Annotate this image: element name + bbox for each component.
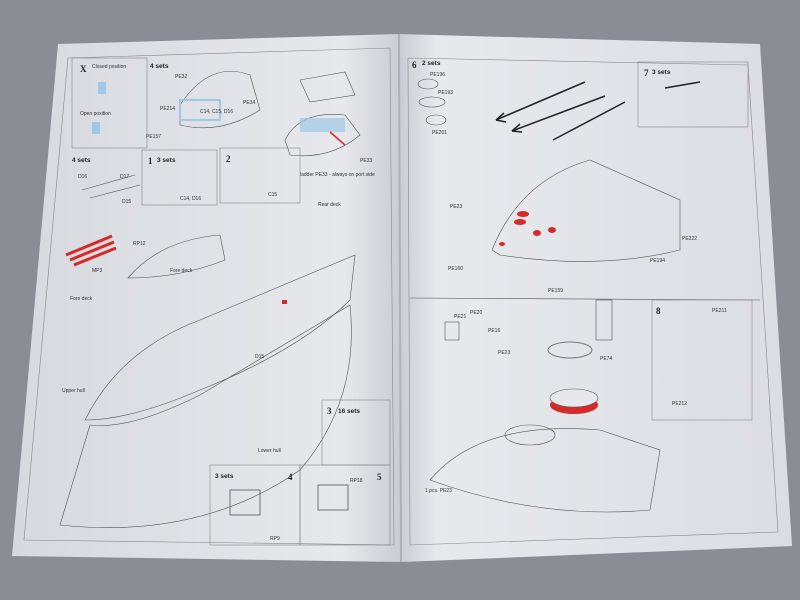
part-label: RP9 <box>270 536 280 542</box>
step-6-number: 6 <box>412 60 417 70</box>
ladder-note: ladder PE33 - always on port side <box>300 172 375 178</box>
part-label: PE201 <box>432 130 447 136</box>
step-2-number: 2 <box>226 154 231 164</box>
part-label: PE23 <box>498 350 510 356</box>
lower-hull-label: Lower hull <box>258 448 281 454</box>
handrail-arrows <box>495 81 701 141</box>
part-label: PE20 <box>470 310 482 316</box>
red-highlight-parts <box>499 211 556 246</box>
part-label: PE196 <box>430 72 445 78</box>
part-label: C14, C15, D16 <box>200 109 233 115</box>
step-3-sets: 16 sets <box>338 408 360 415</box>
part-label: PE16 <box>488 328 500 334</box>
open-position-label: Open position <box>80 111 111 117</box>
part-label: RP18 <box>350 478 363 484</box>
part-label: PE33 <box>360 158 372 164</box>
closed-position-label: Closed position <box>92 64 126 70</box>
part-label: PE157 <box>146 134 161 140</box>
pcs-note: 1 pcs. PE23 <box>425 488 452 494</box>
fore-deck-detail-label: Fore deck <box>170 268 193 274</box>
part-label: PE23 <box>450 204 462 210</box>
part-label: D15 <box>122 199 131 205</box>
step-6-sets: 2 sets <box>422 60 441 67</box>
part-label: PE214 <box>160 106 175 112</box>
part-label: RP12 <box>133 241 146 247</box>
part-label: D15 <box>255 354 264 360</box>
part-label: PE159 <box>548 288 563 294</box>
part-label: PE222 <box>682 236 697 242</box>
red-gun-barrels <box>65 234 117 267</box>
step-7-sets: 3 sets <box>652 69 671 76</box>
part-label: C14, D16 <box>180 196 201 202</box>
step-5-number: 5 <box>377 472 382 482</box>
part-label: D16 <box>78 174 87 180</box>
step-7-number: 7 <box>644 68 649 78</box>
part-label: D17 <box>120 174 129 180</box>
part-label: C15 <box>268 192 277 198</box>
part-label: MP3 <box>92 268 103 274</box>
fore-deck-label: Fore deck <box>70 296 93 302</box>
part-label: PE193 <box>438 90 453 96</box>
part-label: PE34 <box>243 100 255 106</box>
step-4-number: 4 <box>288 472 293 482</box>
part-label: PE74 <box>600 356 612 362</box>
part-label: PE194 <box>650 258 665 264</box>
turret-sets-label: 4 sets <box>150 63 169 70</box>
step-8-number: 8 <box>656 306 661 316</box>
part-label: PE160 <box>448 266 463 272</box>
step-1-number: 1 <box>148 156 153 166</box>
guns-sets-label: 4 sets <box>72 157 91 164</box>
part-label: PE212 <box>672 401 687 407</box>
right-page: 6 2 sets PE196 PE193 PE201 7 3 sets PE23… <box>398 34 792 562</box>
left-page: X Closed position Open position 4 sets P… <box>12 34 402 562</box>
step-3-number: 3 <box>327 406 332 416</box>
step-1-sets: 3 sets <box>157 157 176 164</box>
part-label: PE211 <box>712 308 727 314</box>
part-label: PE21 <box>454 314 466 320</box>
step-x-number: X <box>80 64 87 74</box>
rear-deck-label: Rear deck <box>318 202 341 208</box>
step-4-sets: 3 sets <box>215 473 234 480</box>
upper-hull-label: Upper hull <box>62 388 85 394</box>
part-label: PE32 <box>175 74 187 80</box>
